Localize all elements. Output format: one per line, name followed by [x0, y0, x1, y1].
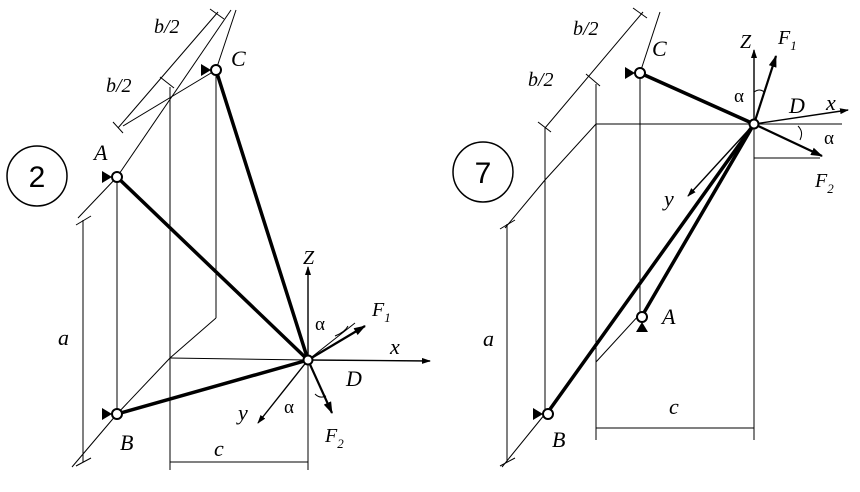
label-D-7: D — [788, 93, 805, 118]
label-z: Z — [303, 247, 315, 269]
diagram-2: 2 — [6, 8, 431, 470]
label-dim-a: a — [58, 325, 69, 350]
diagram-7-supports — [533, 67, 760, 420]
label-alpha-top: α — [315, 314, 325, 335]
label-dim-b-lower-7: b/2 — [528, 69, 554, 91]
label-alpha-top-7: α — [734, 86, 744, 107]
label-dim-c-7: c — [669, 394, 679, 419]
label-dim-b-upper-7: b/2 — [573, 18, 599, 40]
label-F2: F2 — [324, 425, 344, 451]
bar-B-D-7 — [546, 122, 756, 414]
diagram-2-bars — [115, 68, 310, 416]
label-F1: F1 — [371, 299, 391, 325]
y-axis-7 — [687, 123, 755, 197]
x-axis-7 — [753, 108, 849, 125]
support-B-7 — [533, 408, 554, 420]
diagram-7-number: 7 — [475, 157, 492, 190]
alpha-arc-right-7 — [797, 125, 803, 141]
label-z-7: Z — [740, 31, 752, 53]
force-F2 — [306, 359, 334, 414]
support-C-7 — [625, 67, 646, 79]
label-dim-b-upper: b/2 — [154, 16, 180, 38]
label-A: A — [92, 140, 108, 165]
label-dim-a-7: a — [483, 326, 494, 351]
label-x-7: x — [825, 90, 836, 115]
support-C — [201, 64, 222, 76]
label-F1-7: F1 — [777, 27, 797, 53]
bar-C-D-7 — [638, 71, 756, 126]
force-F1-7 — [752, 55, 778, 125]
diagram-2-axes — [257, 266, 431, 424]
label-alpha-bottom: α — [284, 397, 294, 418]
x-axis — [307, 357, 431, 364]
label-C: C — [231, 46, 246, 71]
label-dim-b-lower: b/2 — [106, 75, 132, 97]
force-F1 — [307, 325, 366, 361]
diagram-7-bars — [546, 71, 756, 414]
alpha-arc-top-7 — [753, 89, 765, 93]
F1-extension-line — [307, 322, 356, 361]
label-dim-c: c — [214, 436, 224, 461]
diagram-2-number: 2 — [29, 161, 46, 194]
diagram-2-number-circle — [6, 145, 68, 207]
joint-D — [302, 354, 314, 366]
joint-D-7 — [748, 118, 760, 130]
label-A-7: A — [660, 304, 676, 329]
support-B — [102, 408, 123, 420]
label-B: B — [120, 430, 133, 455]
label-alpha-right-7: α — [824, 128, 834, 149]
diagram-7-number-circle — [452, 141, 514, 203]
label-D: D — [345, 366, 362, 391]
diagram-2-construction-lines — [71, 8, 309, 470]
bar-C-D — [214, 68, 310, 362]
force-F2-7 — [753, 123, 823, 157]
bar-A-D — [115, 175, 310, 362]
diagram-2-forces — [306, 322, 366, 414]
label-B-7: B — [552, 427, 565, 452]
diagram-2-supports — [102, 64, 314, 420]
bar-B-D — [115, 358, 310, 416]
diagram-7-construction-lines — [499, 7, 842, 468]
alpha-arc-bottom — [314, 393, 327, 398]
y-axis — [257, 359, 309, 424]
alpha-arc-top — [334, 325, 349, 337]
label-F2-7: F2 — [814, 170, 834, 196]
diagram-7-axes — [687, 49, 849, 197]
support-A-7 — [636, 311, 648, 332]
support-A — [102, 171, 123, 183]
label-y: y — [236, 400, 248, 425]
diagram-7-forces — [752, 55, 823, 157]
label-x: x — [389, 334, 400, 359]
label-C-7: C — [652, 36, 667, 61]
label-y-7: y — [662, 186, 674, 211]
bar-A-D-7 — [640, 122, 756, 318]
diagram-7: 7 — [452, 7, 849, 468]
